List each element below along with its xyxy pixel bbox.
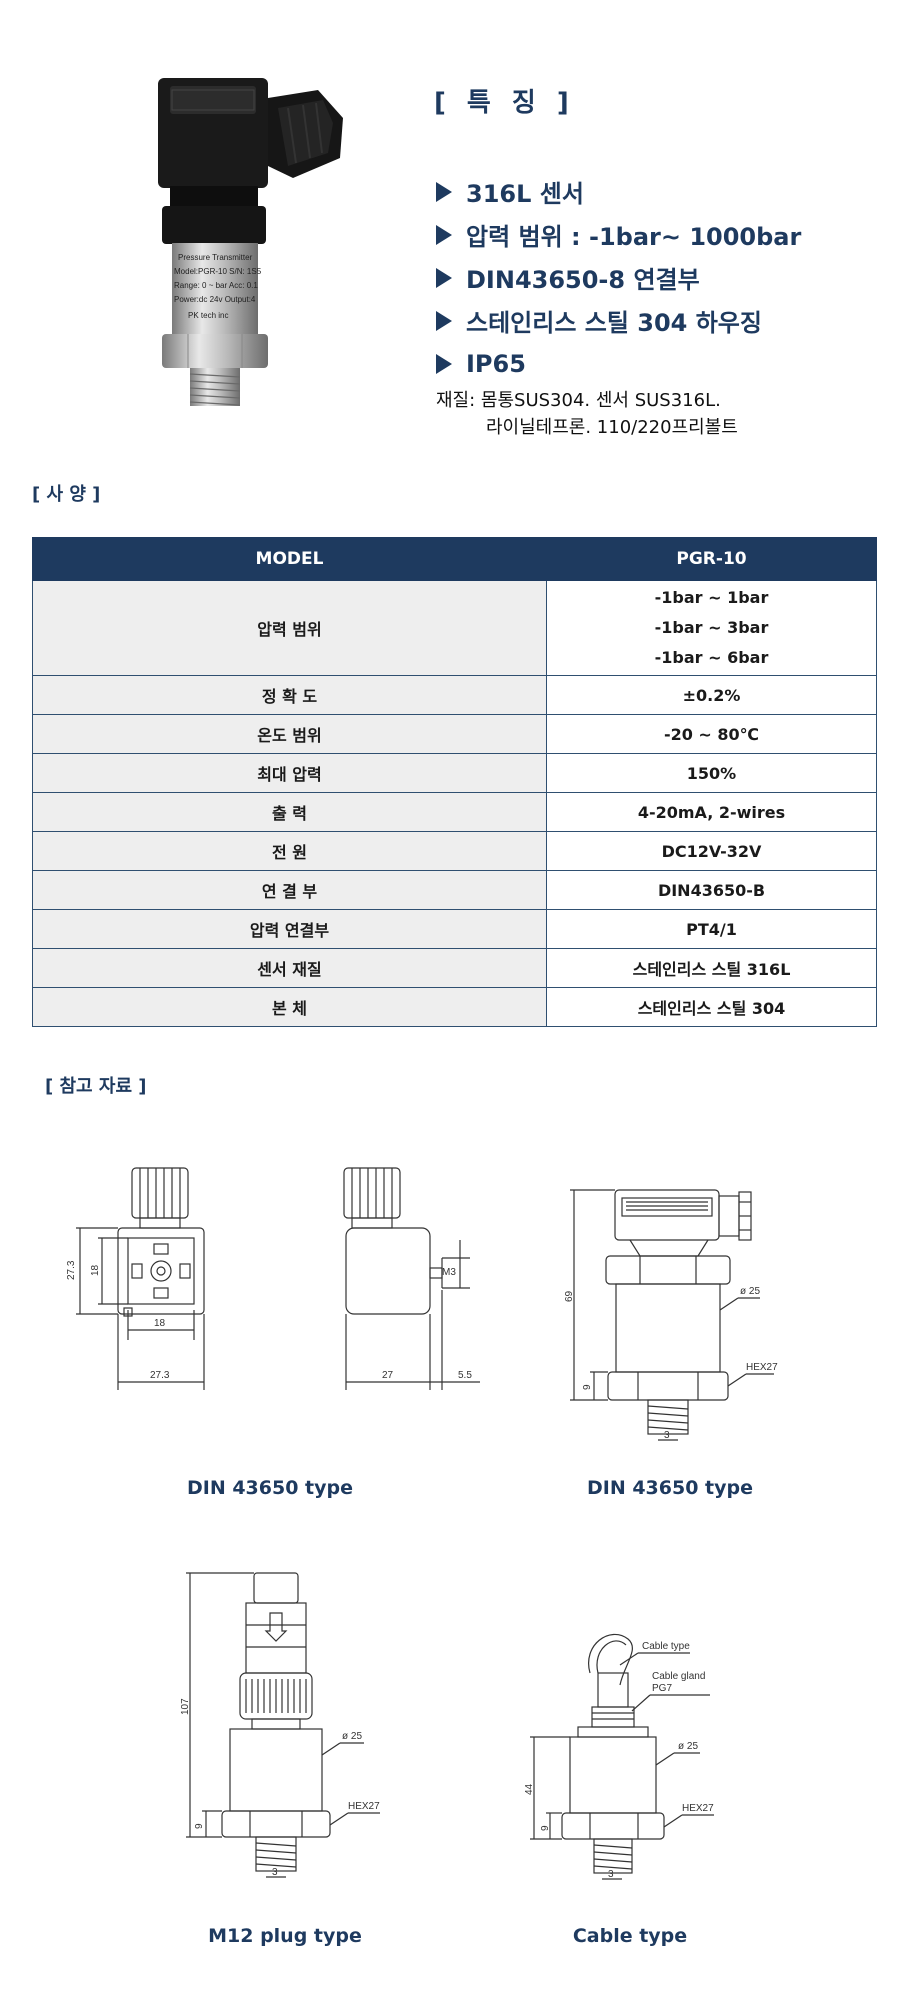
table-row: 압력 범위 -1bar ~ 1bar -1bar ~ 3bar -1bar ~ … bbox=[32, 580, 877, 676]
spec-value: DC12V-32V bbox=[546, 831, 877, 871]
material-note: 재질: 몸통SUS304. 센서 SUS316L. 라이닐테프론. 110/22… bbox=[436, 387, 738, 441]
svg-text:ø 25: ø 25 bbox=[678, 1741, 698, 1752]
product-label-line: Model:PGR-10 S/N: 1S5 bbox=[174, 267, 262, 276]
svg-text:3: 3 bbox=[608, 1869, 614, 1880]
feature-item: 압력 범위 : -1bar~ 1000bar bbox=[436, 213, 801, 256]
material-line: 라이닐테프론. 110/220프리볼트 bbox=[486, 417, 738, 438]
material-line: 재질: 몸통SUS304. 센서 SUS316L. bbox=[436, 390, 721, 411]
din-front-drawing: 27.3 18 18 27.3 bbox=[66, 1167, 205, 1390]
spec-value: 150% bbox=[546, 753, 877, 793]
spec-label: 정 확 도 bbox=[32, 675, 547, 715]
svg-text:18: 18 bbox=[90, 1264, 101, 1276]
feature-item: 스테인리스 스틸 304 하우징 bbox=[436, 299, 801, 342]
feature-item: 316L 센서 bbox=[436, 170, 801, 213]
triangle-bullet-icon bbox=[436, 181, 452, 202]
svg-text:M3: M3 bbox=[442, 1267, 456, 1278]
spec-value: PT4/1 bbox=[546, 909, 877, 949]
din-transmitter-drawing: 69 9 ø 25 HEX27 3 bbox=[564, 1189, 778, 1441]
features-title: [ 특 징 ] bbox=[434, 88, 575, 118]
svg-text:9: 9 bbox=[194, 1823, 205, 1829]
svg-text:HEX27: HEX27 bbox=[746, 1362, 778, 1373]
spec-label: 본 체 bbox=[32, 987, 547, 1027]
svg-text:ø 25: ø 25 bbox=[342, 1731, 362, 1742]
table-row: 온도 범위-20 ~ 80℃ bbox=[32, 714, 877, 754]
svg-text:9: 9 bbox=[582, 1384, 593, 1390]
drawing-caption: Cable type bbox=[572, 1925, 688, 1947]
spec-title: [ 사 양 ] bbox=[32, 484, 101, 505]
product-label-line: Range: 0 ~ bar Acc: 0.1 bbox=[174, 281, 258, 290]
drawing-caption: M12 plug type bbox=[208, 1925, 362, 1947]
svg-text:ø 25: ø 25 bbox=[740, 1286, 760, 1297]
svg-text:3: 3 bbox=[272, 1867, 278, 1878]
svg-text:27.3: 27.3 bbox=[150, 1370, 170, 1381]
spec-table: MODEL PGR-10 압력 범위 -1bar ~ 1bar -1bar ~ … bbox=[32, 537, 877, 1027]
svg-text:69: 69 bbox=[564, 1290, 575, 1302]
svg-text:18: 18 bbox=[154, 1318, 166, 1329]
spec-header-value: PGR-10 bbox=[546, 537, 877, 581]
cable-type-drawing: Cable type Cable gland PG7 44 9 ø 25 HEX… bbox=[524, 1633, 714, 1880]
product-label-line: Pressure Transmitter bbox=[178, 253, 253, 262]
spec-value: 4-20mA, 2-wires bbox=[546, 792, 877, 832]
product-label-line: Power:dc 24v Output:4 bbox=[174, 295, 256, 304]
spec-value: -1bar ~ 1bar -1bar ~ 3bar -1bar ~ 6bar bbox=[546, 580, 877, 676]
spec-value: ±0.2% bbox=[546, 675, 877, 715]
table-row: 정 확 도±0.2% bbox=[32, 675, 877, 715]
product-label-line: PK tech inc bbox=[188, 311, 228, 320]
svg-text:27: 27 bbox=[382, 1370, 394, 1381]
drawing-caption: DIN 43650 type bbox=[586, 1477, 754, 1499]
spec-value: 스테인리스 스틸 316L bbox=[546, 948, 877, 988]
svg-text:PG7: PG7 bbox=[652, 1683, 672, 1694]
din-side-drawing: M3 27 5.5 bbox=[343, 1167, 480, 1390]
spec-label: 전 원 bbox=[32, 831, 547, 871]
product-photo: Pressure Transmitter Model:PGR-10 S/N: 1… bbox=[158, 78, 343, 406]
spec-header-model: MODEL bbox=[32, 537, 547, 581]
triangle-bullet-icon bbox=[436, 310, 452, 331]
triangle-bullet-icon bbox=[436, 224, 452, 245]
spec-value: -20 ~ 80℃ bbox=[546, 714, 877, 754]
spec-value: 스테인리스 스틸 304 bbox=[546, 987, 877, 1027]
svg-text:107: 107 bbox=[180, 1698, 191, 1715]
triangle-bullet-icon bbox=[436, 353, 452, 374]
svg-text:HEX27: HEX27 bbox=[348, 1801, 380, 1812]
drawing-caption: DIN 43650 type bbox=[186, 1477, 354, 1499]
feature-item: IP65 bbox=[436, 342, 801, 385]
svg-text:HEX27: HEX27 bbox=[682, 1803, 714, 1814]
spec-value: DIN43650-B bbox=[546, 870, 877, 910]
svg-text:5.5: 5.5 bbox=[458, 1370, 472, 1381]
spec-label: 압력 연결부 bbox=[32, 909, 547, 949]
spec-label: 압력 범위 bbox=[32, 580, 547, 676]
svg-text:9: 9 bbox=[540, 1825, 551, 1831]
spec-label: 출 력 bbox=[32, 792, 547, 832]
feature-item: DIN43650-8 연결부 bbox=[436, 256, 801, 299]
triangle-bullet-icon bbox=[436, 267, 452, 288]
svg-text:44: 44 bbox=[524, 1783, 535, 1795]
svg-text:27.3: 27.3 bbox=[66, 1260, 77, 1280]
svg-text:3: 3 bbox=[664, 1430, 670, 1441]
spec-label: 최대 압력 bbox=[32, 753, 547, 793]
spec-label: 온도 범위 bbox=[32, 714, 547, 754]
reference-title: [ 참고 자료 ] bbox=[45, 1076, 147, 1097]
svg-text:Cable type: Cable type bbox=[642, 1641, 690, 1652]
spec-header-row: MODEL PGR-10 bbox=[32, 537, 877, 581]
m12-plug-drawing: 107 9 ø 25 HEX27 3 bbox=[180, 1572, 380, 1878]
svg-text:Cable gland: Cable gland bbox=[652, 1671, 705, 1682]
features-list: 316L 센서 압력 범위 : -1bar~ 1000bar DIN43650-… bbox=[436, 170, 801, 385]
spec-label: 센서 재질 bbox=[32, 948, 547, 988]
spec-label: 연 결 부 bbox=[32, 870, 547, 910]
